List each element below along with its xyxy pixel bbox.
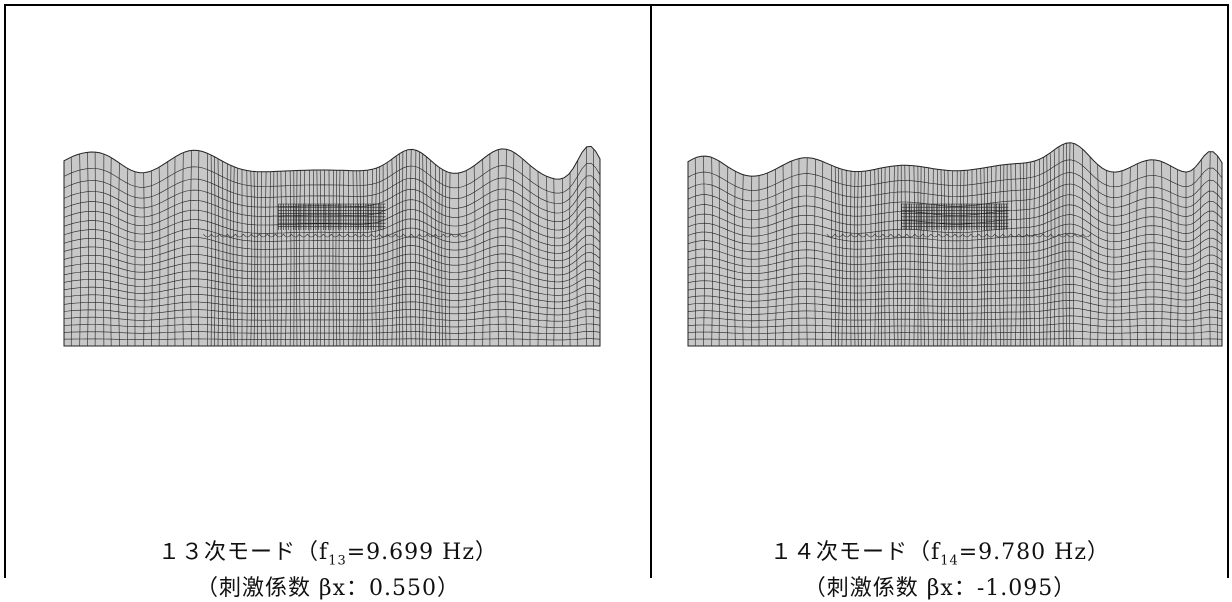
freq-value: =9.699 Hz） — [346, 540, 498, 565]
freq-subscript: 13 — [328, 553, 347, 569]
deformed-mesh-mode-14 — [687, 142, 1223, 347]
participation-caption: （刺激係数 βx：-1.095） — [803, 576, 1077, 601]
mode-panel-13: １３次モード（f13=9.699 Hz） （刺激係数 βx：0.550） — [6, 6, 650, 601]
figure-frame — [4, 4, 1229, 578]
freq-subscript: 14 — [940, 553, 959, 569]
mode-caption: １３次モード（f13=9.699 Hz） — [6, 534, 650, 568]
deformed-mesh-mode-13 — [63, 145, 601, 347]
mode-caption: １４次モード（f14=9.780 Hz） — [652, 534, 1228, 568]
mode-label: １４次モード（f — [770, 540, 941, 565]
mode-label: １３次モード（f — [158, 540, 329, 565]
participation-caption: （刺激係数 βx：0.550） — [195, 576, 461, 601]
freq-value: =9.780 Hz） — [958, 540, 1110, 565]
panel-divider — [650, 4, 652, 578]
mode-panel-14: １４次モード（f14=9.780 Hz） （刺激係数 βx：-1.095） — [652, 6, 1228, 601]
mesh-grid-lines — [63, 146, 601, 347]
mesh-grid-lines — [687, 142, 1223, 347]
